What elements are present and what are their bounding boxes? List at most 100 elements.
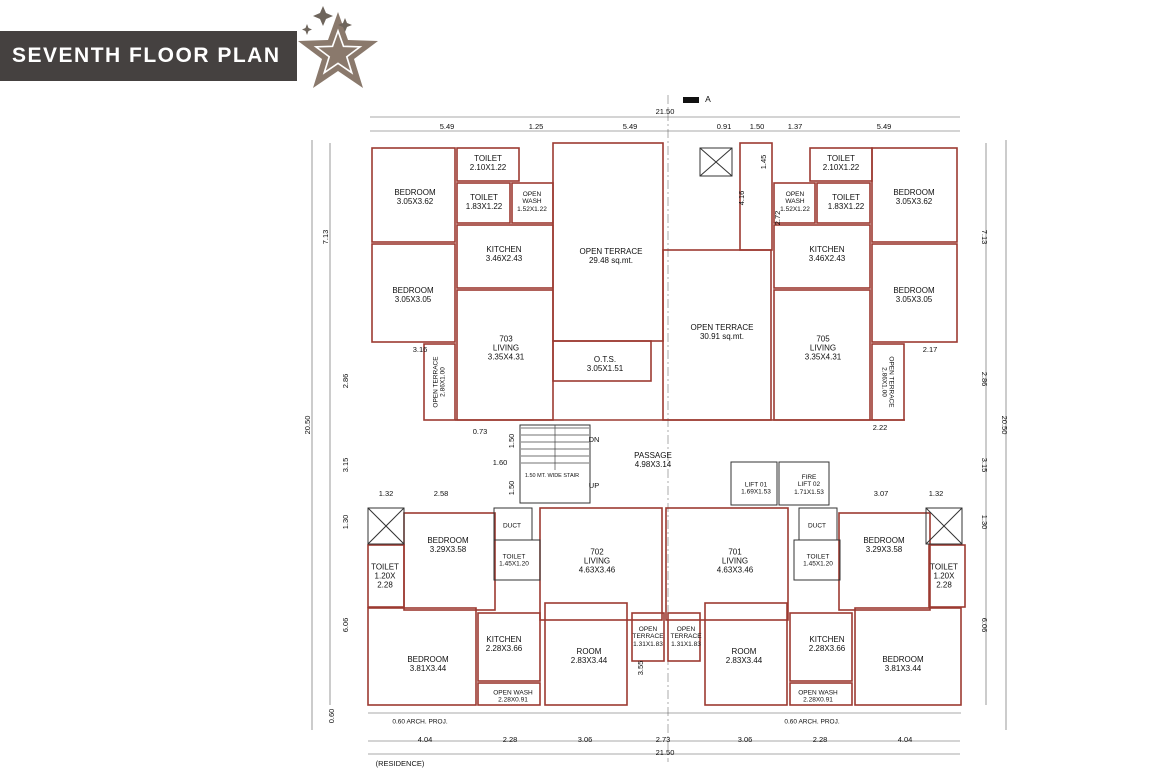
dim-up: UP: [588, 480, 600, 490]
dim-2-86: 2.86: [340, 373, 350, 389]
dim-3-06: 3.06: [577, 734, 593, 744]
dim-5-49: 5.49: [439, 121, 455, 131]
sparkle-icon: [338, 18, 352, 32]
dim-residence: (RESIDENCE): [375, 758, 425, 768]
dim-3-15: 3.15: [980, 457, 990, 473]
dim-2-17: 2.17: [922, 344, 938, 354]
dim-7-13: 7.13: [320, 229, 330, 245]
dim-2-28: 2.28: [502, 734, 518, 744]
dim-20-50: 20.50: [1000, 415, 1010, 435]
title-banner: SEVENTH FLOOR PLAN: [0, 31, 297, 81]
room-duct: DUCT: [807, 522, 827, 530]
dim-5-49: 5.49: [876, 121, 892, 131]
section-marker: [683, 97, 699, 103]
dim-1-50: 1.50: [749, 121, 765, 131]
dim-3-07: 3.07: [873, 488, 889, 498]
star-logo: [298, 6, 378, 88]
dim-1-32: 1.32: [928, 488, 944, 498]
dim-2-58: 2.58: [433, 488, 449, 498]
dim-1-30: 1.30: [980, 514, 990, 530]
dim-6-06: 6.06: [980, 617, 990, 633]
dim-a: A: [705, 94, 711, 105]
dim-3-55: 3.55: [635, 660, 645, 676]
sparkle-icon: [313, 6, 333, 26]
dim-2-22: 2.22: [872, 422, 888, 432]
page-title: SEVENTH FLOOR PLAN: [12, 44, 281, 67]
dim-20-50: 20.50: [302, 415, 312, 435]
dim-4-04: 4.04: [897, 734, 913, 744]
sparkle-icon: [302, 24, 312, 35]
dim-4-16: 4.16: [736, 190, 746, 206]
dim-4-04: 4.04: [417, 734, 433, 744]
dim-1-50: 1.50: [506, 433, 516, 449]
dim-21-50: 21.50: [655, 106, 675, 116]
dim-1-50: 1.50: [506, 480, 516, 496]
dim-6-06: 6.06: [340, 617, 350, 633]
dim-7-13: 7.13: [980, 229, 990, 245]
dim-1-60: 1.60: [492, 457, 508, 467]
room-duct: DUCT: [502, 522, 522, 530]
dim-1-25: 1.25: [528, 121, 544, 131]
dimension-lines: [311, 116, 1007, 755]
dim-1-30: 1.30: [340, 514, 350, 530]
walls: [367, 142, 966, 706]
dim-0-60: 0.60: [326, 708, 336, 724]
dim-5-49: 5.49: [622, 121, 638, 131]
dim-2-73: 2.73: [655, 734, 671, 744]
star-outline: [313, 28, 363, 75]
room-o-t-s: O.T.S.3.05X1.51: [586, 355, 624, 373]
stair-treads: [521, 425, 589, 470]
dim-2-86: 2.86: [980, 371, 990, 387]
dim-dn: DN: [588, 434, 600, 444]
dim-1-32: 1.32: [378, 488, 394, 498]
dim-3-16: 3.16: [412, 344, 428, 354]
dim-0-73: 0.73: [472, 426, 488, 436]
dim-0-91: 0.91: [716, 121, 732, 131]
dim-0-60-arch-proj: 0.60 ARCH. PROJ.: [784, 718, 840, 726]
dim-1-50-mt-wide-stair: 1.50 MT. WIDE STAIR: [524, 472, 580, 479]
dim-1-37: 1.37: [787, 121, 803, 131]
dim-0-60-arch-proj: 0.60 ARCH. PROJ.: [392, 718, 448, 726]
core-walls: [367, 147, 963, 581]
dim-3-15: 3.15: [340, 457, 350, 473]
dim-2-72: 2.72: [772, 210, 782, 226]
dim-21-50: 21.50: [655, 747, 675, 757]
